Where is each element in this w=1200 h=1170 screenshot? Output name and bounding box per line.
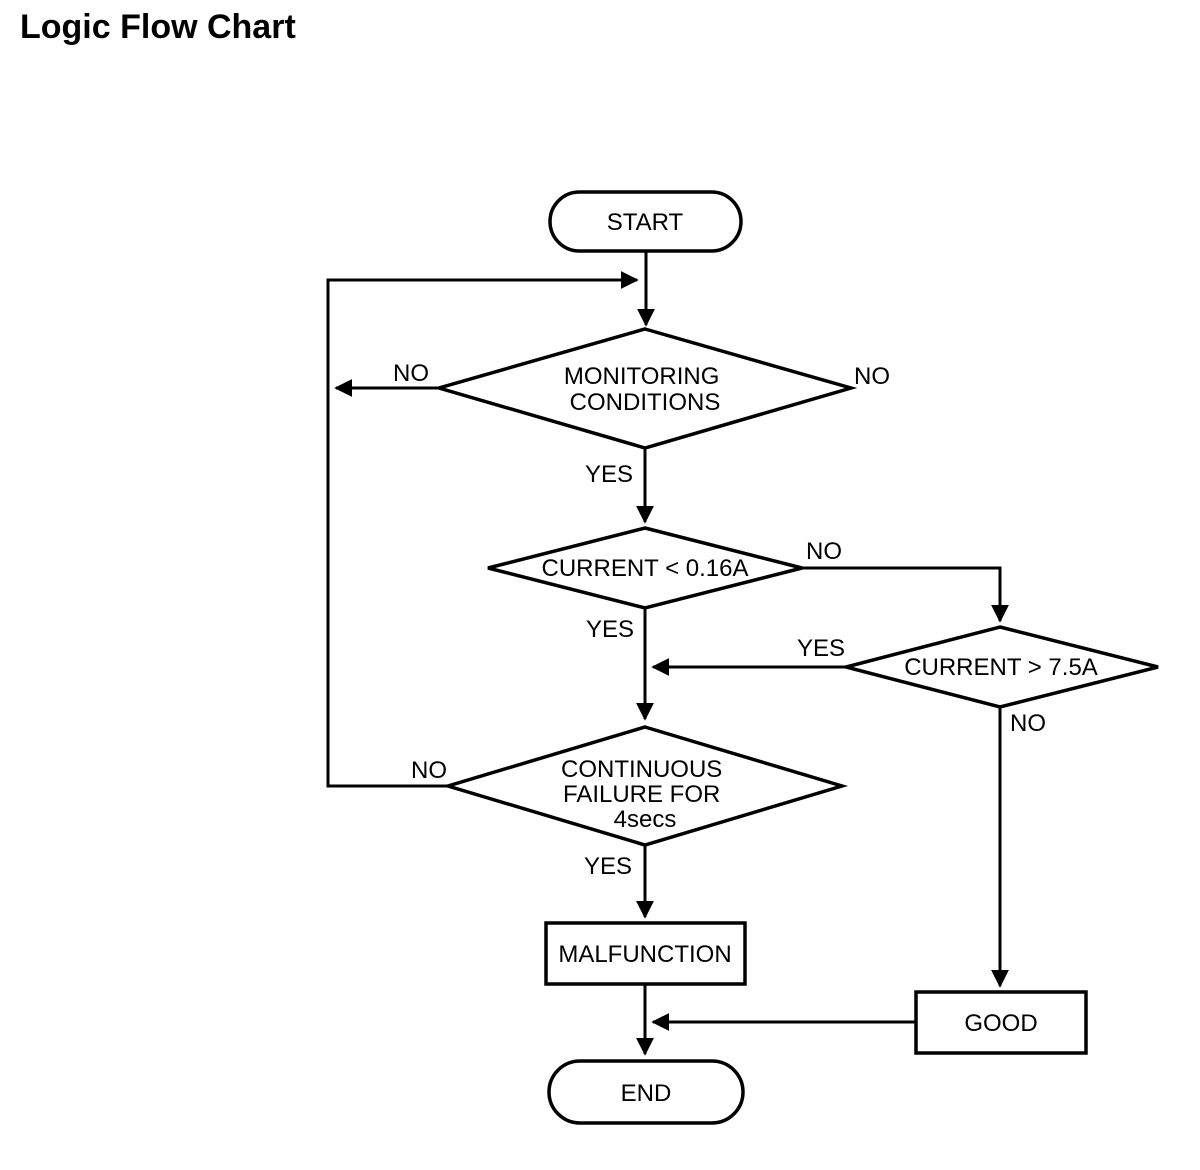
edge-continuous-no-loop [326, 271, 639, 788]
node-start-label: START [607, 209, 684, 236]
label-continuous-no: NO [411, 757, 447, 784]
label-current-low-yes: YES [586, 616, 634, 643]
label-monitoring-no-left: NO [393, 360, 429, 387]
node-current-high [839, 625, 1159, 709]
label-monitoring-yes: YES [585, 461, 633, 488]
label-monitoring-no-right: NO [854, 363, 890, 390]
node-continuous-failure-label: CONTINUOUS FAILURE FOR 4secs [561, 756, 729, 833]
node-monitoring-conditions [432, 327, 858, 450]
node-monitoring-conditions-label: MONITORING CONDITIONS [564, 363, 726, 416]
node-good [914, 990, 1088, 1055]
node-malfunction-label: MALFUNCTION [558, 941, 731, 968]
node-start [548, 190, 743, 253]
node-good-label: GOOD [964, 1010, 1037, 1037]
node-continuous-failure [441, 725, 849, 847]
label-current-high-yes: YES [797, 635, 845, 662]
node-end [547, 1059, 745, 1125]
node-current-low [487, 526, 803, 610]
node-current-low-label: CURRENT < 0.16A [542, 555, 749, 582]
node-current-high-label: CURRENT > 7.5A [904, 654, 1098, 681]
edge-current-low-no [802, 566, 1009, 623]
node-end-label: END [621, 1080, 672, 1107]
node-malfunction [544, 921, 747, 986]
page-title: Logic Flow Chart [20, 8, 296, 46]
label-current-low-no: NO [806, 538, 842, 565]
label-current-high-no: NO [1010, 710, 1046, 737]
label-continuous-yes: YES [584, 853, 632, 880]
